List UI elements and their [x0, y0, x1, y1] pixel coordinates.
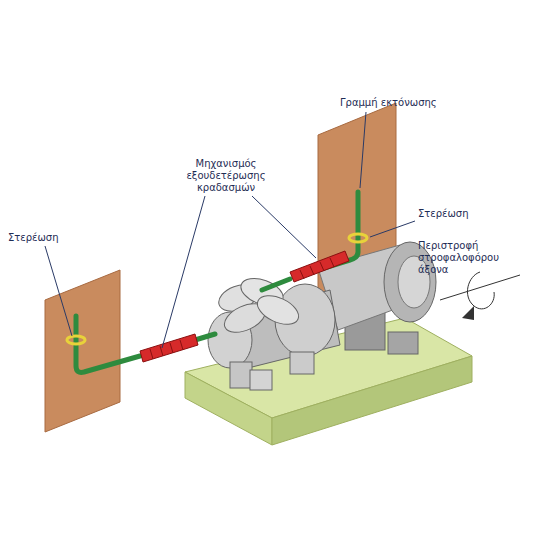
discharge-line — [76, 192, 358, 372]
leader-line — [45, 112, 415, 348]
eliminator-label: Μηχανισμός εξουδετέρωσης κραδασμών — [176, 158, 276, 194]
vibration-eliminator — [140, 251, 349, 362]
rotation-label: Περιστροφή στροφαλοφόρου άξονα — [418, 240, 506, 276]
rotation-arrow — [440, 272, 520, 320]
left-wall — [45, 270, 120, 432]
fixing-label: Στερέωση — [418, 208, 498, 220]
line-label: Γραμμή εκτόνωσης — [340, 97, 440, 109]
clamp — [67, 234, 367, 344]
compressor — [208, 273, 340, 390]
fixing-label: Στερέωση — [8, 232, 78, 244]
